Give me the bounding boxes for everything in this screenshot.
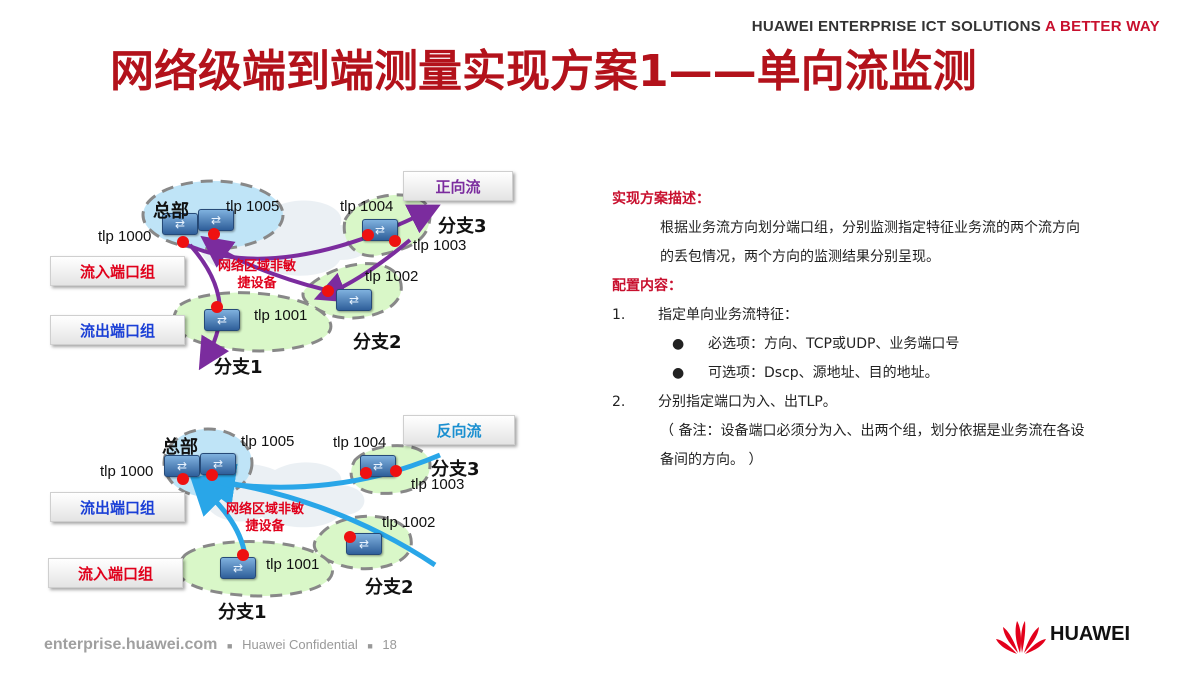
tlp-1004-label: tlp 1004 (333, 434, 387, 451)
bullet-text: 必选项：方向、TCP或UDP、业务端口号 (708, 336, 960, 352)
item-number: 1. (612, 307, 626, 323)
egress-port-group-label: 流出端口组 (50, 492, 185, 522)
tlp-1005-label: tlp 1005 (226, 198, 280, 215)
tlp-1000-dot (177, 473, 189, 485)
tlp-1005-dot (206, 469, 218, 481)
ingress-port-group-label: 流入端口组 (50, 256, 185, 286)
tlp-1002-dot (344, 531, 356, 543)
footer-confidential: Huawei Confidential (242, 637, 358, 652)
config-heading: 配置内容： (612, 278, 682, 294)
tlp-1003-dot (389, 235, 401, 247)
reverse-flow-label: 反向流 (403, 415, 515, 445)
tlp-1004-dot (360, 467, 372, 479)
solution-description: 实现方案描述： 根据业务流方向划分端口组，分别监测指定特征业务流的两个流方向 的… (612, 185, 1172, 475)
site-branch3: 分支3 (438, 216, 487, 237)
bullet-icon: ● (672, 365, 685, 381)
tlp-1000-label: tlp 1000 (98, 228, 152, 245)
description-heading: 实现方案描述： (612, 191, 710, 207)
item-text: 分别指定端口为入、出TLP。 (658, 394, 837, 410)
tlp-1004-dot (362, 229, 374, 241)
config-item-2: 2. 分别指定端口为入、出TLP。 (612, 388, 1172, 417)
diagram-reverse: ⇄ ⇄ ⇄ ⇄ ⇄ 总部 分支3 分支2 分支1 tlp 1000 tlp 10… (40, 405, 580, 625)
site-hq: 总部 (162, 437, 198, 458)
footer-site-link[interactable]: enterprise.huawei.com (44, 636, 218, 653)
site-hq: 总部 (153, 201, 189, 222)
tlp-1000-label: tlp 1000 (100, 463, 154, 480)
router-hq-b: ⇄ (200, 453, 236, 475)
huawei-petal-icon (996, 621, 1046, 654)
tlp-1001-dot (237, 549, 249, 561)
config-bullet-1: ● 必选项：方向、TCP或UDP、业务端口号 (612, 330, 1172, 359)
tlp-1001-label: tlp 1001 (254, 307, 308, 324)
egress-port-group-label: 流出端口组 (50, 315, 185, 345)
page-number: 18 (382, 637, 397, 652)
huawei-logo: HUAWEI (994, 615, 1164, 655)
description-line-2: 的丢包情况，两个方向的监测结果分别呈现。 (660, 249, 940, 265)
site-branch1: 分支1 (214, 357, 263, 378)
config-item-1: 1. 指定单向业务流特征： (612, 301, 1172, 330)
tlp-1001-label: tlp 1001 (266, 556, 320, 573)
footer: enterprise.huawei.com ■ Huawei Confident… (44, 636, 397, 654)
site-branch1: 分支1 (218, 602, 267, 623)
tlp-1002-label: tlp 1002 (382, 514, 436, 531)
page-title: 网络级端到端测量实现方案1——单向流监测 (110, 46, 977, 97)
brand-accent: A BETTER WAY (1044, 18, 1160, 35)
tlp-1002-label: tlp 1002 (365, 268, 419, 285)
tlp-1003-label: tlp 1003 (411, 476, 465, 493)
note-line-1: （ 备注：设备端口必须分为入、出两个组，划分依据是业务流在各设 (660, 423, 1085, 439)
config-bullet-2: ● 可选项：Dscp、源地址、目的地址。 (612, 359, 1172, 388)
tlp-1002-dot (322, 285, 334, 297)
tlp-1005-label: tlp 1005 (241, 433, 295, 450)
ingress-port-group-label: 流入端口组 (48, 558, 183, 588)
non-agile-zone-label: 网络区域非敏捷设备 (217, 259, 296, 291)
router-branch1: ⇄ (204, 309, 240, 331)
router-hq-a: ⇄ (162, 213, 198, 235)
diagram-forward: ⇄ ⇄ ⇄ ⇄ ⇄ 总部 分支3 分支2 分支1 tlp 1000 tlp 10… (40, 165, 580, 390)
brand-banner: HUAWEI ENTERPRISE ICT SOLUTIONS A BETTER… (752, 18, 1160, 35)
bullet-icon: ● (672, 336, 685, 352)
tlp-1004-label: tlp 1004 (340, 198, 394, 215)
tlp-1003-dot (390, 465, 402, 477)
logo-text: HUAWEI (1050, 623, 1130, 645)
arrow-branch1-to-hq (189, 474, 248, 556)
site-branch2: 分支2 (365, 577, 414, 598)
forward-flow-label: 正向流 (403, 171, 513, 201)
tlp-1003-label: tlp 1003 (413, 237, 467, 254)
tlp-1005-dot (208, 228, 220, 240)
description-line-1: 根据业务流方向划分端口组，分别监测指定特征业务流的两个流方向 (660, 220, 1080, 236)
router-branch1: ⇄ (220, 557, 256, 579)
router-branch2: ⇄ (336, 289, 372, 311)
tlp-1001-dot (211, 301, 223, 313)
non-agile-zone-label: 网络区域非敏捷设备 (225, 502, 304, 534)
arrow-branch2-to-hq (195, 463, 437, 568)
footer-separator-icon: ■ (227, 641, 233, 651)
router-hq-b: ⇄ (198, 209, 234, 231)
brand-main: HUAWEI ENTERPRISE ICT SOLUTIONS (751, 18, 1042, 35)
item-number: 2. (612, 394, 626, 410)
site-branch2: 分支2 (353, 332, 402, 353)
bullet-text: 可选项：Dscp、源地址、目的地址。 (708, 365, 939, 381)
note-line-2: 备间的方向。 ） (660, 452, 763, 468)
tlp-1000-dot (177, 236, 189, 248)
item-text: 指定单向业务流特征： (658, 307, 798, 323)
footer-separator-icon: ■ (367, 641, 373, 651)
site-branch3: 分支3 (431, 459, 480, 480)
